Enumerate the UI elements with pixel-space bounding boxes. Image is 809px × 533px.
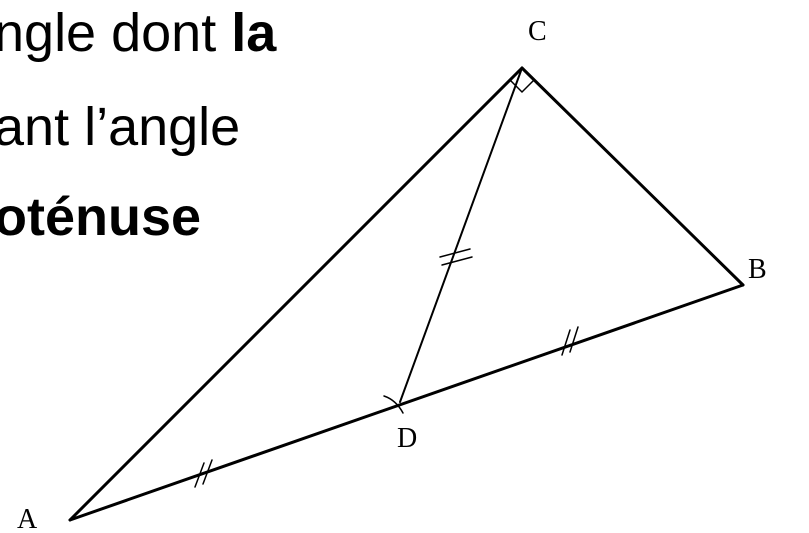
- vertex-label-D: D: [397, 423, 417, 454]
- tick-marks-AD: [194, 459, 213, 488]
- side-AC: [68, 66, 524, 522]
- tick-marks-CD: [439, 248, 473, 266]
- vertex-label-B: B: [748, 254, 767, 285]
- right-angle-mark: [509, 79, 535, 94]
- vertex-label-A: A: [17, 504, 38, 533]
- text-line-3: oténuse: [0, 187, 202, 247]
- hypotenuse-AB: [68, 283, 745, 522]
- median-CD: [399, 67, 523, 403]
- midpoint-arc: [383, 395, 404, 414]
- text-line-2: ant l’angle: [0, 97, 241, 157]
- vertex-label-C: C: [528, 16, 547, 47]
- tick-marks-DB: [561, 326, 579, 356]
- side-CB: [520, 66, 745, 287]
- text-line-1-start: ngle dont: [0, 3, 232, 63]
- text-line-1: ngle dont la: [0, 6, 276, 60]
- text-line-1-bold: la: [231, 3, 277, 63]
